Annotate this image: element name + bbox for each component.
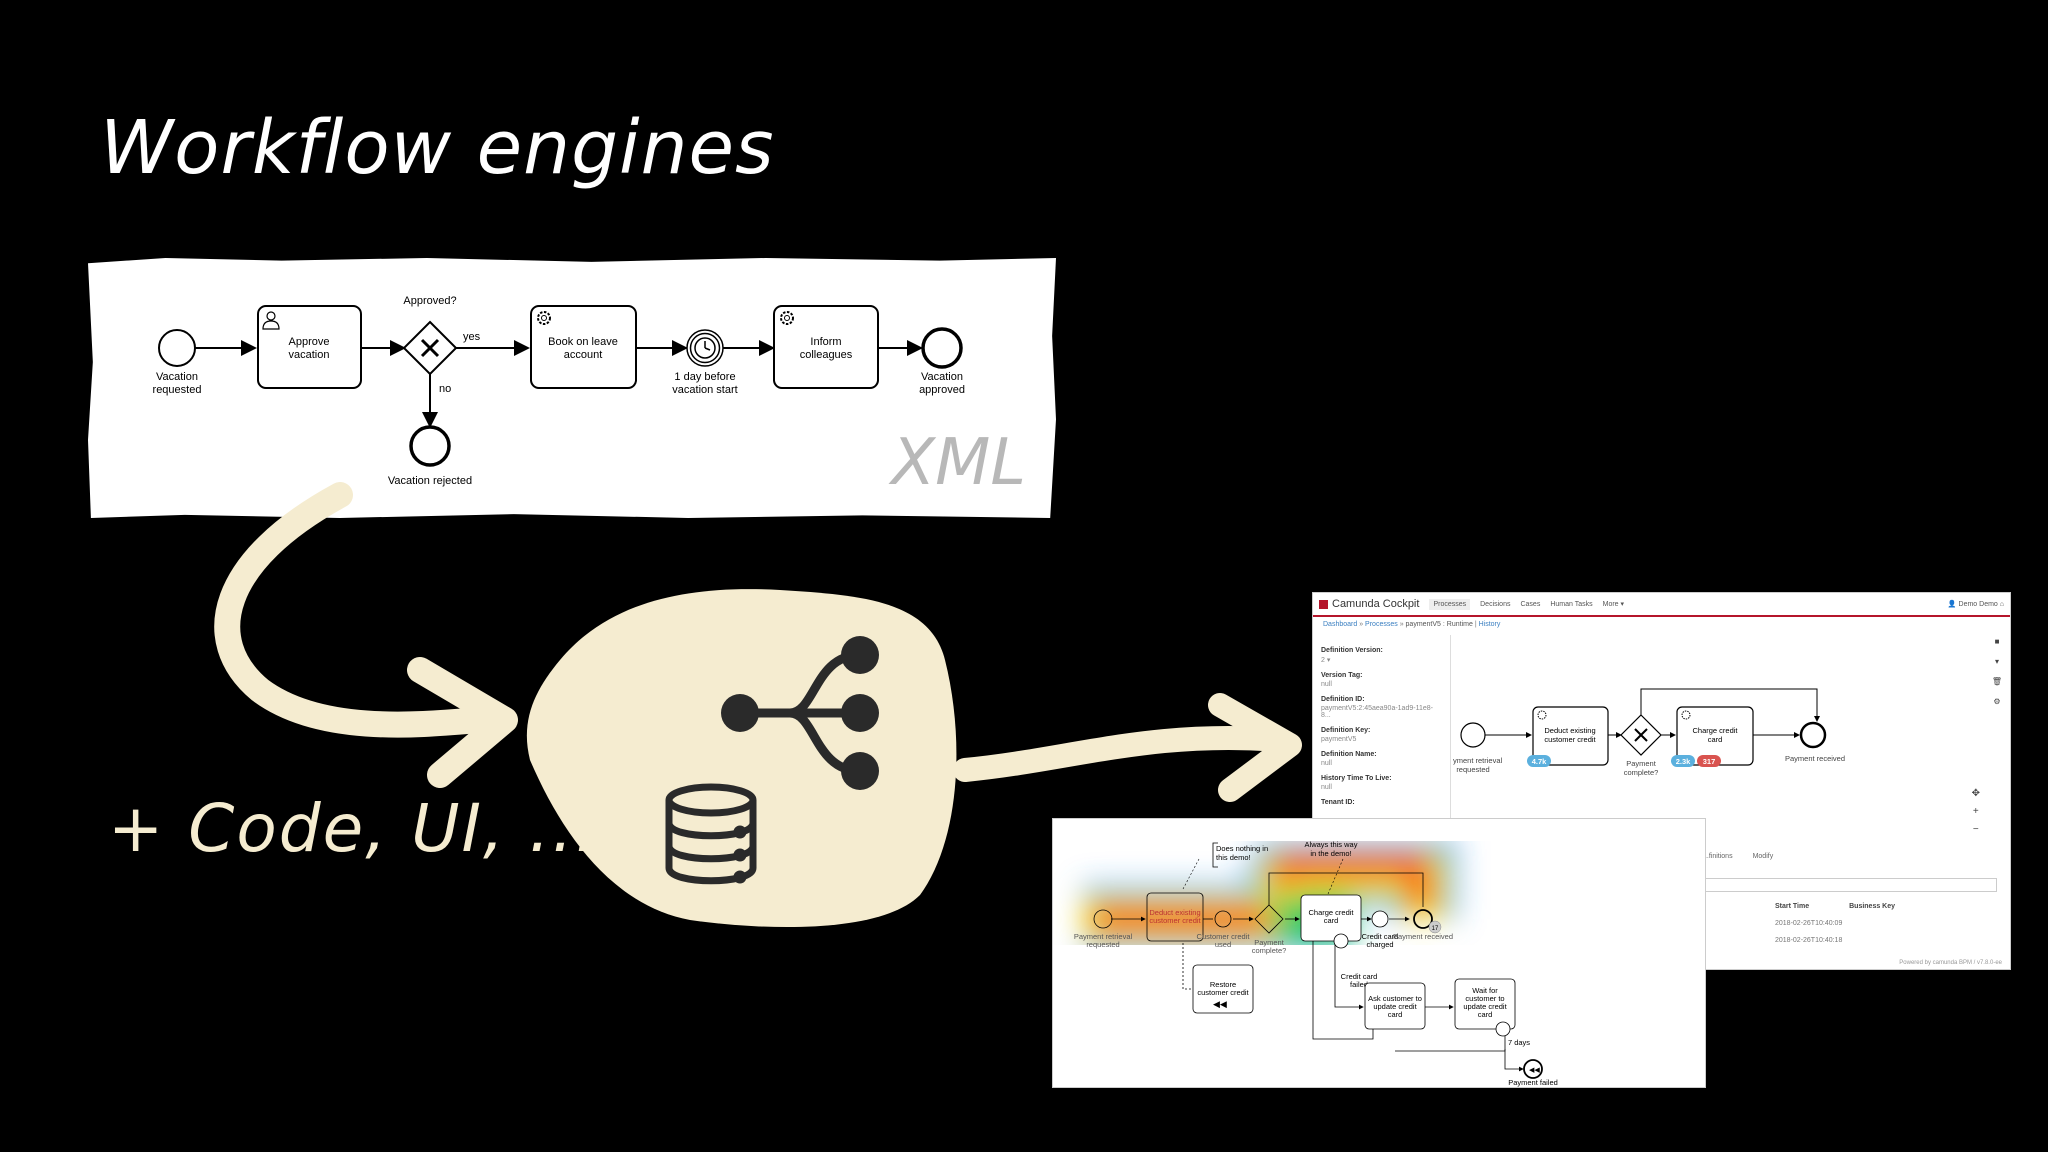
cockpit-process-diagram: Payment retrieval requested Deduct exist…: [1453, 663, 1983, 823]
toolbar-icon[interactable]: ■: [1988, 637, 2006, 653]
side-key: Definition Name:: [1321, 751, 1442, 758]
zoom-in-button[interactable]: +: [1972, 803, 1980, 821]
user-name: Demo Demo: [1959, 601, 1998, 608]
task-deduct-label-1: Deduct existing: [1544, 726, 1595, 735]
task-deduct-label-2: customer credit: [1149, 916, 1201, 925]
nav-cases[interactable]: Cases: [1520, 601, 1540, 608]
user-menu[interactable]: 👤 Demo Demo ⌂: [1948, 600, 2004, 608]
heat-overlay: [1083, 867, 1423, 919]
side-value: null: [1321, 784, 1442, 791]
zoom-out-button[interactable]: −: [1972, 821, 1980, 839]
instance-badge-count: 4.7k: [1532, 757, 1547, 766]
annotation-label-1: Does nothing in: [1216, 844, 1268, 853]
task-restore-label-2: customer credit: [1197, 988, 1249, 997]
end-label: Payment received: [1785, 754, 1845, 763]
recenter-icon[interactable]: ✥: [1972, 785, 1980, 803]
start-label: Payment retrieval: [1453, 756, 1503, 765]
col-start-time[interactable]: Start Time: [1775, 903, 1809, 910]
diagram-tools: ■ ▾ 🗑 ⚙: [1988, 637, 2006, 717]
table-header: Start Time Business Key: [1705, 903, 1995, 910]
start-event[interactable]: [1461, 723, 1485, 747]
payment-failed-label: Payment failed: [1508, 1078, 1558, 1087]
side-value: null: [1321, 681, 1442, 688]
breadcrumb-processes[interactable]: Processes: [1365, 621, 1398, 628]
nav-human-tasks[interactable]: Human Tasks: [1550, 601, 1592, 608]
breadcrumb-process: paymentV5: [1406, 621, 1441, 628]
table-row[interactable]: 2018-02-26T10:40:09: [1705, 920, 1995, 927]
credit-used-label-2: used: [1215, 940, 1231, 949]
powered-by: Powered by camunda BPM / v7.8.0-ee: [1899, 960, 2002, 966]
side-value: paymentV5: [1321, 736, 1442, 743]
heatmap-screenshot: Does nothing in this demo! Always this w…: [1052, 818, 1706, 1088]
tab-definitions[interactable]: ...finitions: [1703, 853, 1733, 860]
task-ask-label-3: card: [1388, 1010, 1403, 1019]
compensation-icon: ◀◀: [1529, 1067, 1540, 1074]
side-key: Version Tag:: [1321, 672, 1442, 679]
gateway-label-2: complete?: [1252, 946, 1287, 955]
breadcrumb-runtime[interactable]: Runtime: [1447, 621, 1473, 628]
instance-badge-count: 2.3k: [1676, 757, 1691, 766]
zoom-controls: ✥ + −: [1972, 785, 1980, 839]
side-value: paymentV5:2:45aea90a-1ad9-11e8-8...: [1321, 705, 1442, 719]
heatmap-diagram: Does nothing in this demo! Always this w…: [1053, 819, 1705, 1087]
side-key: Tenant ID:: [1321, 799, 1442, 806]
side-key: History Time To Live:: [1321, 775, 1442, 782]
side-key: Definition Key:: [1321, 727, 1442, 734]
annotation-label-4: in the demo!: [1310, 849, 1351, 858]
count-badge-label: 17: [1432, 926, 1439, 932]
instances-table: Start Time Business Key 2018-02-26T10:40…: [1705, 903, 1995, 944]
charged-label-2: charged: [1366, 940, 1393, 949]
side-key: Definition Version:: [1321, 647, 1442, 654]
table-row[interactable]: 2018-02-26T10:40:18: [1705, 937, 1995, 944]
trash-icon[interactable]: 🗑: [1988, 677, 2006, 693]
task-charge-label-1: Charge credit: [1692, 726, 1738, 735]
days-label: 7 days: [1508, 1038, 1530, 1047]
side-value: null: [1321, 760, 1442, 767]
task-wait-label-4: card: [1478, 1010, 1493, 1019]
breadcrumb-history[interactable]: History: [1479, 621, 1501, 628]
tabs: ...finitions Modify: [1703, 853, 1773, 860]
cockpit-brand: Camunda Cockpit: [1319, 598, 1419, 610]
side-value[interactable]: 2 ▾: [1321, 656, 1442, 664]
nav-processes[interactable]: Processes: [1429, 599, 1470, 610]
received-label: Payment received: [1393, 932, 1453, 941]
incident-badge-count: 317: [1703, 757, 1716, 766]
end-event[interactable]: [1801, 723, 1825, 747]
annotation-label-2: this demo!: [1216, 853, 1251, 862]
cockpit-brand-label: Camunda Cockpit: [1332, 598, 1419, 610]
filter-input[interactable]: [1705, 878, 1997, 892]
gateway-label-2: complete?: [1624, 768, 1659, 777]
side-key: Definition ID:: [1321, 696, 1442, 703]
gear-icon[interactable]: ⚙: [1988, 697, 2006, 713]
task-charge-label-2: card: [1324, 916, 1339, 925]
arrow-engine-to-ui: [965, 738, 1280, 770]
nav-more[interactable]: More ▾: [1603, 600, 1624, 608]
task-deduct-label-2: customer credit: [1544, 735, 1596, 744]
error-boundary-icon[interactable]: [1334, 934, 1348, 948]
toolbar-icon[interactable]: ▾: [1988, 657, 2006, 673]
task-charge-label-2: card: [1708, 735, 1723, 744]
cockpit-topbar: Camunda Cockpit Processes Decisions Case…: [1313, 593, 2010, 617]
tab-modify[interactable]: Modify: [1753, 853, 1774, 860]
compensation-icon: ◀◀: [1213, 999, 1227, 1009]
camunda-logo-icon: [1319, 600, 1328, 609]
col-business-key[interactable]: Business Key: [1849, 903, 1895, 910]
annotation-label-3: Always this way: [1305, 840, 1358, 849]
start-label-2: requested: [1456, 765, 1489, 774]
breadcrumb-dashboard[interactable]: Dashboard: [1323, 621, 1357, 628]
timer-boundary-icon[interactable]: [1496, 1022, 1510, 1036]
start-label-2: requested: [1086, 940, 1119, 949]
nav-decisions[interactable]: Decisions: [1480, 601, 1510, 608]
credit-charged-event[interactable]: [1372, 911, 1388, 927]
breadcrumb: Dashboard » Processes » paymentV5 : Runt…: [1313, 617, 2010, 632]
gateway-label-1: Payment: [1626, 759, 1657, 768]
